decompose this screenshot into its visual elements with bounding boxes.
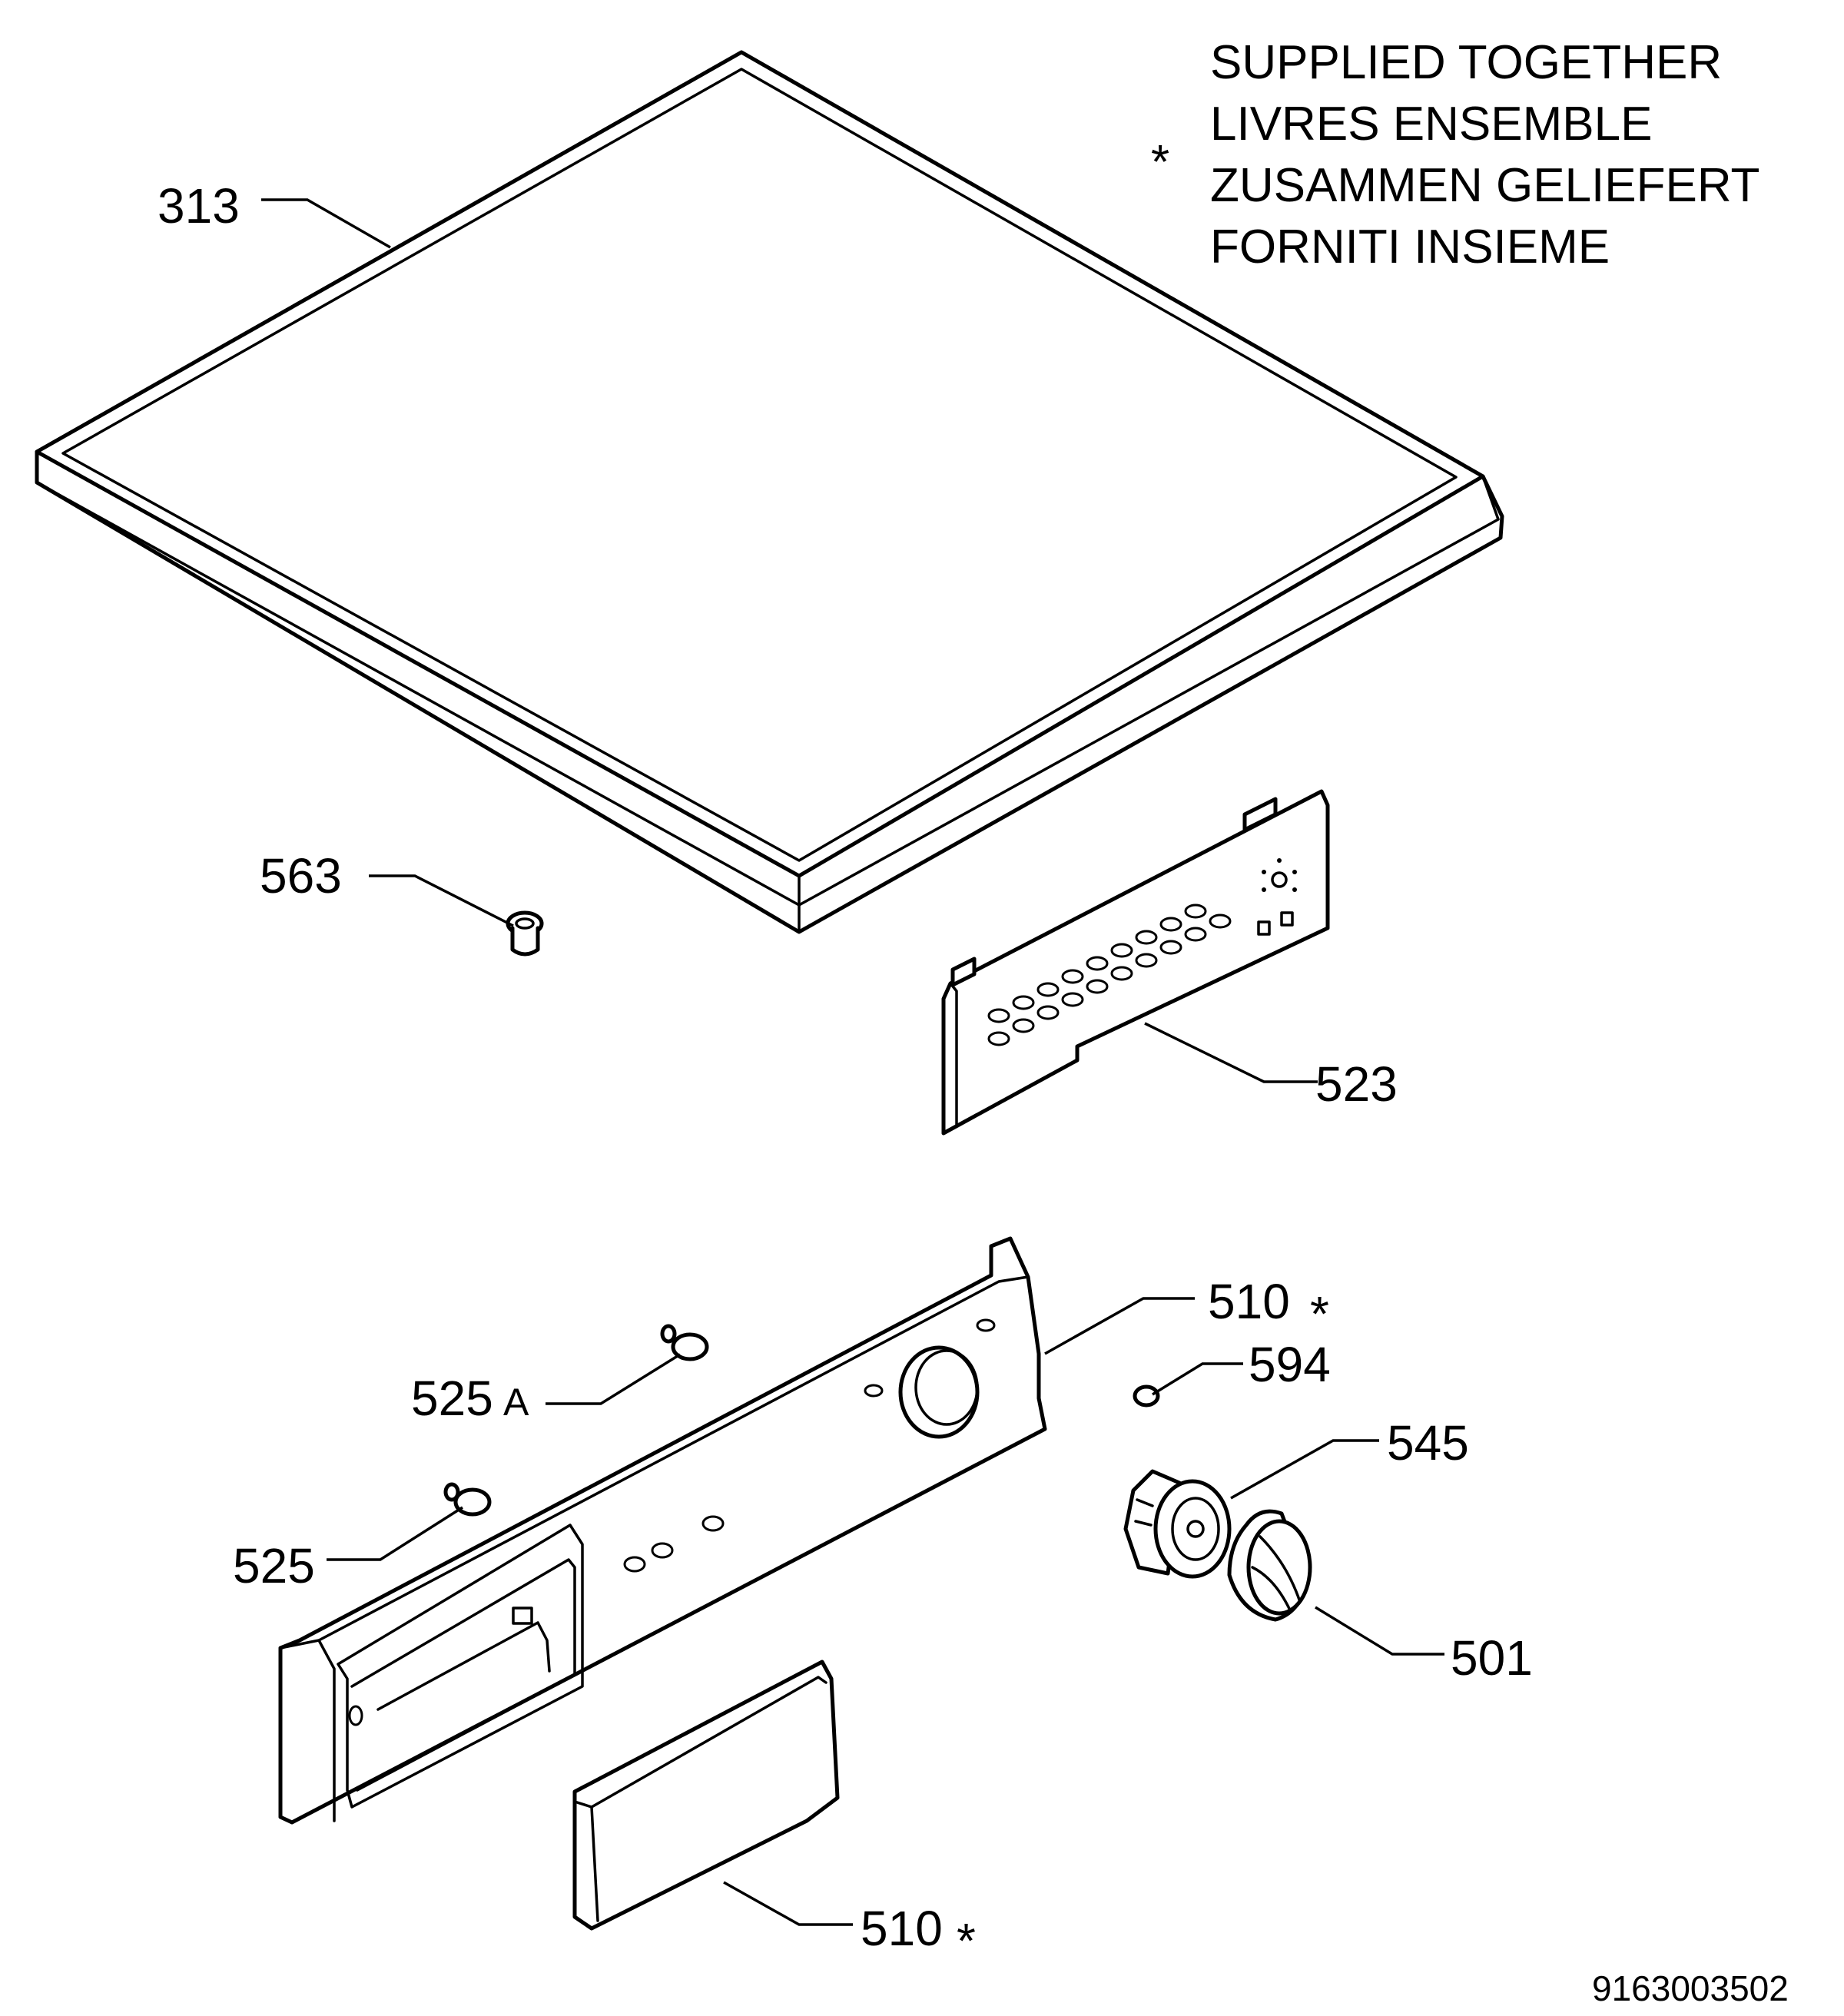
legend-line-livres-ensemble: LIVRES ENSEMBLE xyxy=(1210,98,1652,151)
drawing-number: 9163003502 xyxy=(1592,1968,1789,2008)
callout-523: 523 xyxy=(1315,1056,1398,1112)
callout-525a-suffix: A xyxy=(503,1381,529,1424)
callout-510-panel: 510 xyxy=(1208,1274,1290,1329)
legend-asterisk: * xyxy=(1151,136,1169,189)
plug-563 xyxy=(506,910,544,957)
board-components xyxy=(1257,858,1297,936)
callout-labels: 313 563 523 510 * 594 525 A 545 525 501 … xyxy=(158,178,1533,1968)
selector-switch-545 xyxy=(1123,1469,1232,1579)
drawer-handle-510 xyxy=(572,1660,840,1931)
board-holes xyxy=(987,904,1232,1046)
lens-594 xyxy=(1133,1384,1160,1408)
callout-545: 545 xyxy=(1387,1415,1469,1471)
leader-lines xyxy=(261,198,1444,1926)
callout-563: 563 xyxy=(260,848,342,904)
callout-510-handle-mark: * xyxy=(957,1913,976,1968)
legend: * SUPPLIED TOGETHER LIVRES ENSEMBLE ZUSA… xyxy=(1151,36,1759,274)
legend-line-zusammen-geliefert: ZUSAMMEN GELIEFERT xyxy=(1210,159,1759,212)
circuit-board-523 xyxy=(941,789,1330,1136)
callout-510-handle: 510 xyxy=(861,1901,943,1956)
callout-525: 525 xyxy=(233,1538,315,1593)
callout-525a: 525 xyxy=(411,1371,493,1426)
push-button-525a xyxy=(660,1324,709,1361)
callout-510-panel-mark: * xyxy=(1310,1286,1329,1341)
callout-501: 501 xyxy=(1451,1630,1533,1686)
callout-594: 594 xyxy=(1249,1337,1331,1392)
top-cover-313 xyxy=(35,50,1504,934)
push-button-525 xyxy=(443,1482,492,1517)
legend-line-supplied-together: SUPPLIED TOGETHER xyxy=(1210,36,1722,89)
legend-line-forniti-insieme: FORNITI INSIEME xyxy=(1210,220,1610,274)
control-panel-510 xyxy=(278,1236,1047,1825)
callout-313: 313 xyxy=(158,178,240,234)
knob-501 xyxy=(1227,1509,1312,1622)
